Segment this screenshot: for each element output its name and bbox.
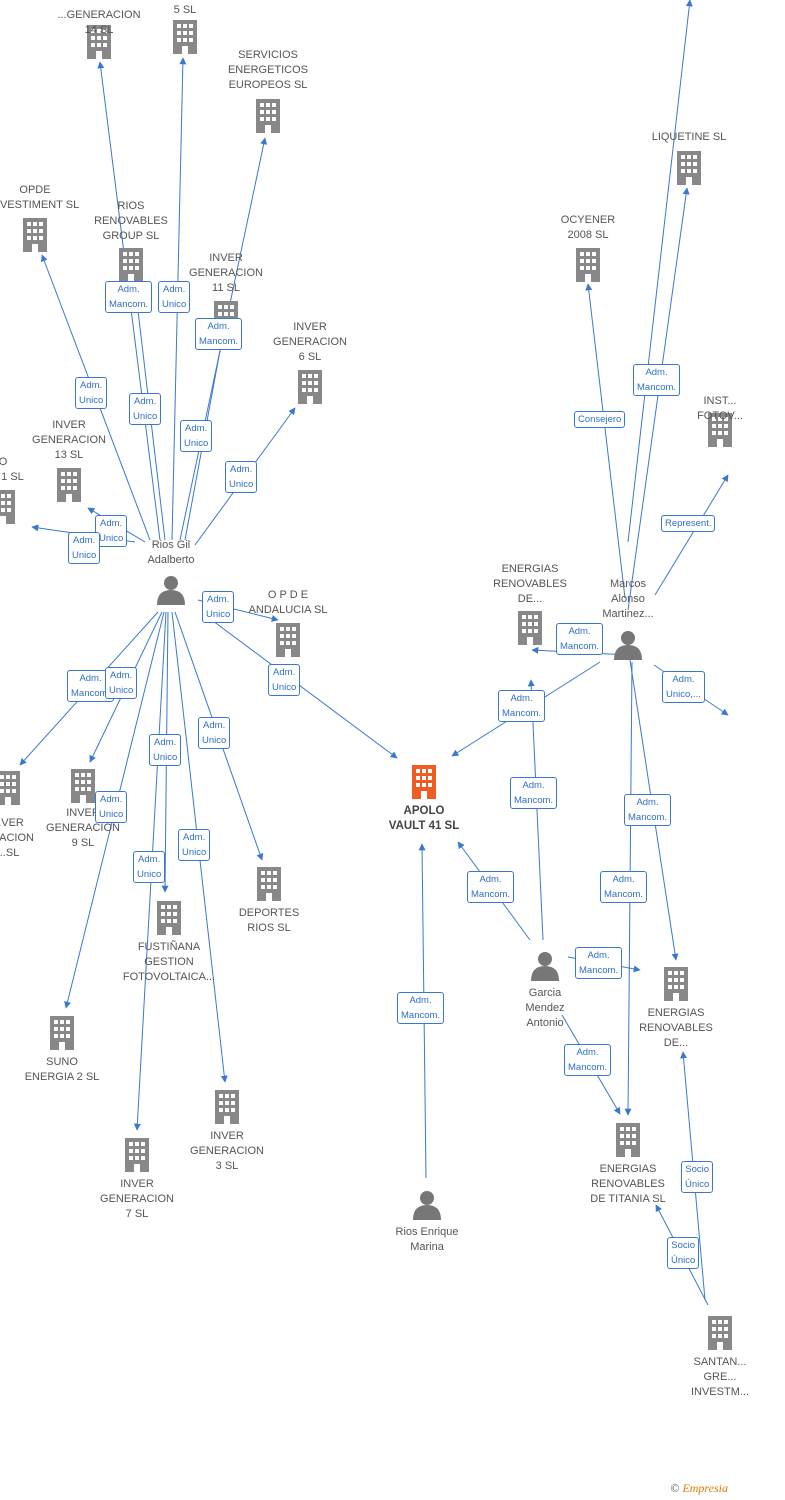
building-icon[interactable] [0, 771, 20, 805]
node-label[interactable]: O P D E ANDALUCIA SL [248, 589, 328, 616]
node-label[interactable]: INVER GENERACION 6 SL [273, 321, 347, 363]
building-icon[interactable] [71, 769, 95, 803]
edge-line [627, 187, 690, 611]
edge-line [654, 474, 729, 596]
edge-label: Socio Único [681, 1161, 714, 1193]
node-label[interactable]: SANTAN... GRE... INVESTM... [690, 1356, 750, 1398]
building-icon[interactable] [23, 218, 47, 252]
edge-line [527, 679, 544, 941]
node-label[interactable]: INVER GENERACION 7 SL [100, 1178, 174, 1220]
edge-label: Adm. Mancom. [575, 947, 623, 979]
node-label[interactable]: INVER GENERACION 9 SL [46, 807, 120, 849]
building-icon[interactable] [0, 490, 15, 524]
edge-label: Consejero [574, 411, 626, 428]
edge-label: Adm. Mancom. [105, 281, 153, 313]
edge-label: Adm. Unico [129, 393, 162, 425]
edge-label: Adm. Mancom. [397, 992, 445, 1024]
edge-label: Adm. Unico [178, 829, 211, 861]
edge-label: Adm. Unico [133, 851, 166, 883]
edge-label: Adm. Mancom. [195, 318, 243, 350]
node-label[interactable]: ENERGIAS RENOVABLES DE... [493, 563, 567, 605]
edge-label: Adm. Mancom. [556, 623, 604, 655]
edge-label: Adm. Mancom. [600, 871, 648, 903]
building-icon[interactable] [518, 611, 542, 645]
building-icon[interactable] [173, 20, 197, 54]
building-icon[interactable] [276, 623, 300, 657]
node-label[interactable]: O ...A 1 SL [0, 456, 24, 483]
node-label[interactable]: LIQUETINE SL [651, 131, 727, 143]
node-label[interactable]: INST... FOTOV... [697, 395, 743, 422]
building-icon[interactable] [708, 1316, 732, 1350]
building-icon[interactable] [257, 867, 281, 901]
node-label[interactable]: OCYENER 2008 SL [560, 214, 616, 241]
node-label[interactable]: SERVICIOS ENERGETICOS EUROPEOS SL [227, 49, 309, 91]
building-icon[interactable] [576, 248, 600, 282]
node-label[interactable]: 5 SL [173, 4, 197, 16]
edge-label: Adm. Unico [75, 377, 108, 409]
edge-label: Adm. Mancom. [564, 1044, 612, 1076]
node-label[interactable]: Marcos Alonso Martinez... [602, 578, 654, 620]
node-label[interactable]: FUSTIÑANA GESTION FOTOVOLTAICA... [122, 941, 216, 983]
node-label[interactable]: OPDE ...VESTIMENT SL [0, 184, 80, 211]
target-company-icon[interactable] [412, 765, 436, 799]
footer-credit: © Empresia [670, 1481, 728, 1496]
node-label[interactable]: Garcia Mendez Antonio [525, 987, 565, 1029]
copyright-symbol: © [670, 1481, 680, 1495]
edge-label: Adm. Unico,... [662, 671, 705, 703]
node-label[interactable]: SUNO ENERGIA 2 SL [24, 1056, 100, 1083]
edge-label: Adm. Unico [158, 281, 191, 313]
brand-name[interactable]: Empresia [682, 1481, 728, 1495]
node-label[interactable]: ENERGIAS RENOVABLES DE... [639, 1007, 713, 1049]
edge-label: Adm. Unico [68, 532, 101, 564]
edge-label: Adm. Mancom. [498, 690, 546, 722]
edge-label: Adm. Mancom. [624, 794, 672, 826]
node-label[interactable]: Rios Enrique Marina [395, 1226, 459, 1253]
node-label[interactable]: ENERGIAS RENOVABLES DE TITANIA SL [590, 1163, 666, 1205]
node-label[interactable]: ...VER ...RACION ...SL [0, 817, 34, 859]
node-label[interactable]: INVER GENERACION 11 SL [189, 252, 263, 294]
node-label[interactable]: INVER GENERACION 13 SL [32, 419, 106, 461]
edge-label: Adm. Unico [268, 664, 301, 696]
edge-label: Adm. Unico [225, 461, 258, 493]
building-icon[interactable] [298, 370, 322, 404]
building-icon[interactable] [616, 1123, 640, 1157]
node-label[interactable]: ...GENERACION 14 SL [57, 9, 141, 36]
person-icon[interactable] [413, 1191, 441, 1220]
building-icon[interactable] [215, 1090, 239, 1124]
node-label[interactable]: RIOS RENOVABLES GROUP SL [94, 200, 168, 242]
edge-label: Adm. Unico [105, 667, 138, 699]
person-icon[interactable] [157, 576, 185, 605]
building-icon[interactable] [119, 248, 143, 282]
edge-label: Adm. Mancom. [633, 364, 681, 396]
node-label[interactable]: Rios Gil Adalberto [147, 539, 195, 566]
edge-line [627, 0, 693, 543]
node-label[interactable]: DEPORTES RIOS SL [238, 907, 300, 934]
building-icon[interactable] [157, 901, 181, 935]
building-icon[interactable] [664, 967, 688, 1001]
edge-label: Adm. Mancom. [467, 871, 515, 903]
person-icon[interactable] [531, 952, 559, 981]
building-icon[interactable] [125, 1138, 149, 1172]
edge-label: Adm. Unico [198, 717, 231, 749]
person-icon[interactable] [614, 631, 642, 660]
building-icon[interactable] [256, 99, 280, 133]
building-icon[interactable] [50, 1016, 74, 1050]
edge-label: Adm. Unico [202, 591, 235, 623]
edge-label: Represent. [661, 515, 716, 532]
edge-label: Adm. Unico [180, 420, 213, 452]
building-icon[interactable] [677, 151, 701, 185]
edge-label: Socio Único [667, 1237, 700, 1269]
edge-label: Adm. Mancom. [510, 777, 558, 809]
edge-line [585, 283, 626, 599]
node-label[interactable]: INVER GENERACION 3 SL [190, 1130, 264, 1172]
edge-label: Adm. Unico [149, 734, 182, 766]
node-label[interactable]: APOLO VAULT 41 SL [388, 805, 460, 832]
edge-line [204, 614, 398, 759]
edge-label: Adm. Unico [95, 791, 128, 823]
edge-label: Adm. Unico [95, 515, 128, 547]
